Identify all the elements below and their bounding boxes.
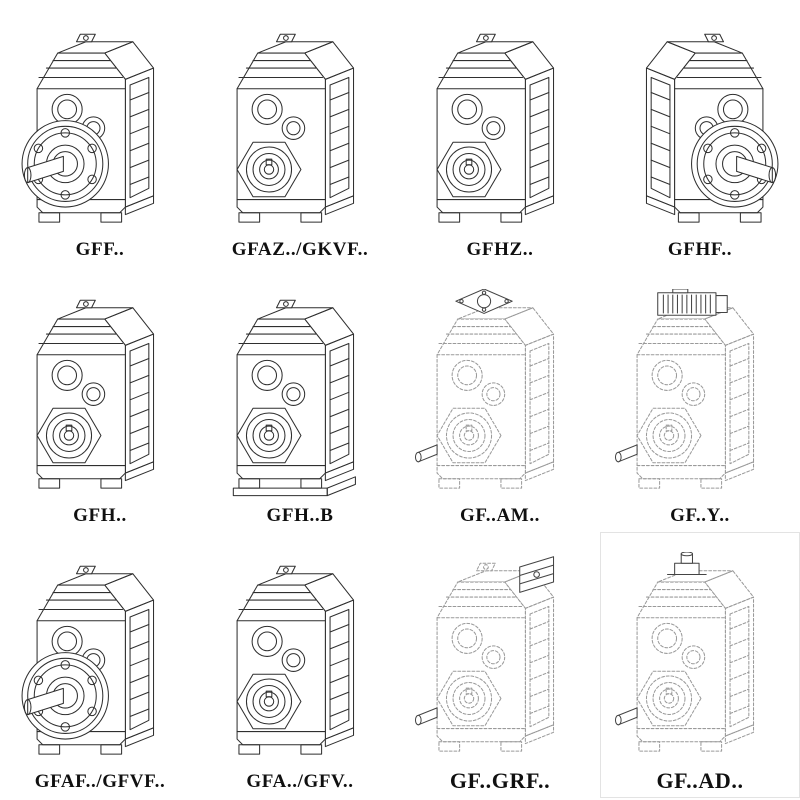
model-label-gfh: GFH..: [73, 505, 127, 527]
catalog-item-gfaf-gfvf: GFAF../GFVF..: [0, 532, 200, 798]
model-label-gfhf: GFHF..: [667, 239, 733, 261]
gearbox-drawing-gf-y: [614, 289, 755, 489]
model-label-gfhz: GFHZ..: [466, 239, 534, 261]
catalog-item-gf-y: GF..Y..: [600, 266, 800, 532]
model-label-gfa-gfv: GFA../GFV..: [246, 771, 354, 793]
model-label-gff: GFF..: [75, 239, 125, 261]
gearbox-drawing-gf-grf: [414, 555, 555, 752]
gearbox-drawing-gfaz-gkvf: [236, 33, 355, 223]
catalog-item-gfaz-gkvf: GFAZ../GKVF..: [200, 0, 400, 266]
gearbox-drawing-gf-ad: [614, 551, 755, 752]
model-label-gfh-b: GFH..B: [266, 505, 334, 527]
gearbox-drawing-gfaf-gfvf: [21, 565, 155, 755]
catalog-item-gfhf: GFHF..: [600, 0, 800, 266]
gearbox-drawing-gff: [21, 33, 155, 223]
gearbox-drawing-gfhz: [436, 33, 555, 223]
catalog-item-gfa-gfv: GFA../GFV..: [200, 532, 400, 798]
model-label-gf-grf: GF..GRF..: [449, 767, 551, 793]
catalog-item-gfh-b: GFH..B: [200, 266, 400, 532]
gearbox-drawing-gfh-b: [232, 299, 356, 497]
model-label-gf-ad: GF..AD..: [656, 767, 744, 793]
catalog-item-gf-ad: GF..AD..: [600, 532, 800, 798]
gearbox-drawing-gfh: [36, 299, 155, 489]
gearbox-drawing-gfa-gfv: [236, 565, 355, 755]
catalog-item-gf-am: GF..AM..: [400, 266, 600, 532]
catalog-item-gf-grf: GF..GRF..: [400, 532, 600, 798]
catalog-item-gfhz: GFHZ..: [400, 0, 600, 266]
model-label-gfaz-gkvf: GFAZ../GKVF..: [231, 239, 369, 261]
gearbox-drawing-gfhf: [645, 33, 779, 223]
catalog-item-gff: GFF..: [0, 0, 200, 266]
model-label-gf-y: GF..Y..: [670, 505, 730, 527]
model-label-gf-am: GF..AM..: [459, 505, 541, 527]
gearbox-drawing-gf-am: [414, 289, 555, 489]
model-label-gfaf-gfvf: GFAF../GFVF..: [34, 771, 166, 793]
catalog-item-gfh: GFH..: [0, 266, 200, 532]
